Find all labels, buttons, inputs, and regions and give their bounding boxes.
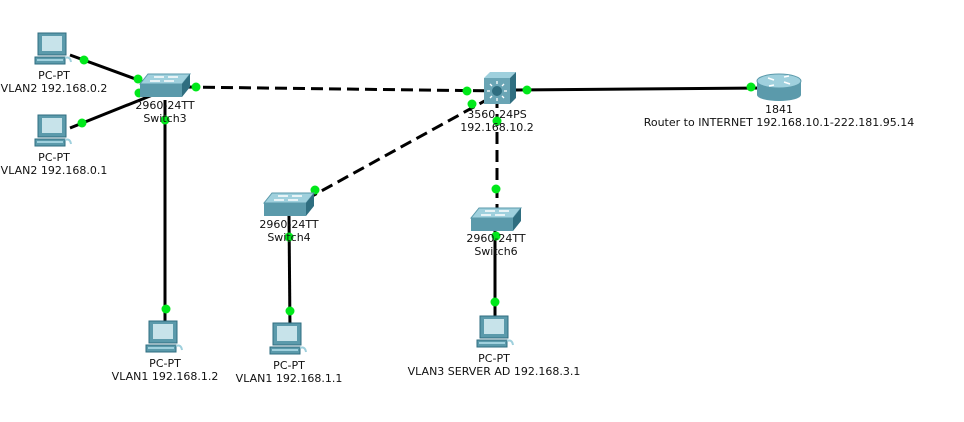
link-sw3-ml[interactable] xyxy=(184,85,501,93)
pc-device-pc1[interactable] xyxy=(32,32,72,72)
device-model: PC-PT xyxy=(38,151,70,164)
port-status-dot-router xyxy=(746,82,756,92)
device-label-pc1: PC-PT VLAN2 192.168.0.2 xyxy=(1,69,108,95)
device-model: 2960-24TT xyxy=(259,218,319,231)
device-name: VLAN2 192.168.0.1 xyxy=(0,164,108,177)
device-name: Switch4 xyxy=(267,231,311,244)
switch-device-sw4[interactable] xyxy=(262,191,316,223)
device-label-pc4: PC-PT VLAN1 192.168.1.1 xyxy=(236,359,343,385)
device-name: VLAN1 192.168.1.2 xyxy=(111,370,219,383)
switch-icon xyxy=(469,207,523,231)
pc-device-pc3[interactable] xyxy=(143,320,183,360)
port-status-dot-pc4 xyxy=(285,306,295,316)
pc-icon xyxy=(34,114,72,147)
device-label-pc3: PC-PT VLAN1 192.168.1.2 xyxy=(112,357,219,383)
multilayer-switch-icon xyxy=(484,72,516,104)
port-status-dot-ml xyxy=(467,99,477,109)
device-label-pc2: PC-PT VLAN2 192.168.0.1 xyxy=(1,151,108,177)
device-model: PC-PT xyxy=(38,69,70,82)
router-device[interactable] xyxy=(755,72,803,106)
router-icon xyxy=(756,73,802,101)
device-label-sw3: 2960-24TT Switch3 xyxy=(135,99,194,125)
device-model: 2960-24TT xyxy=(135,99,195,112)
switch-device-sw6[interactable] xyxy=(469,206,523,238)
pc-device-pc4[interactable] xyxy=(267,322,307,362)
device-model: 2960-24TT xyxy=(466,232,526,245)
pc-device-pc5[interactable] xyxy=(474,315,514,355)
port-status-dot-sw4 xyxy=(310,185,320,195)
port-status-dot-sw6 xyxy=(491,231,501,241)
device-model: PC-PT xyxy=(273,359,305,372)
device-name: Switch3 xyxy=(143,112,187,125)
device-model: 1841 xyxy=(765,103,793,116)
device-label-sw4: 2960-24TT Switch4 xyxy=(259,218,318,244)
pc-icon xyxy=(145,320,183,353)
device-label-router: 1841 Router to INTERNET 192.168.10.1-222… xyxy=(644,103,915,129)
device-model: PC-PT xyxy=(478,352,510,365)
port-status-dot-pc1 xyxy=(79,55,89,65)
port-status-dot-sw3 xyxy=(191,82,201,92)
device-model: PC-PT xyxy=(149,357,181,370)
link-ml-router[interactable] xyxy=(514,86,766,92)
port-status-dot-pc3 xyxy=(161,304,171,314)
pc-icon xyxy=(34,32,72,65)
pc-icon xyxy=(476,315,514,348)
device-name: Switch6 xyxy=(474,245,518,258)
device-name: VLAN2 192.168.0.2 xyxy=(0,82,108,95)
device-label-pc5: PC-PT VLAN3 SERVER AD 192.168.3.1 xyxy=(408,352,581,378)
device-name: 192.168.10.2 xyxy=(460,121,534,134)
port-status-dot-sw4 xyxy=(284,232,294,242)
device-name: VLAN1 192.168.1.1 xyxy=(235,372,343,385)
port-status-dot-sw6 xyxy=(491,184,501,194)
port-status-dot-pc5 xyxy=(490,297,500,307)
multilayer-switch-device-ml[interactable] xyxy=(482,70,518,110)
device-label-sw6: 2960-24TT Switch6 xyxy=(466,232,525,258)
device-label-ml: 3560-24PS 192.168.10.2 xyxy=(460,108,533,134)
device-model: 3560-24PS xyxy=(467,108,527,121)
pc-icon xyxy=(269,322,307,355)
device-name: VLAN3 SERVER AD 192.168.3.1 xyxy=(407,365,581,378)
port-status-dot-ml xyxy=(492,116,502,126)
port-status-dot-sw3 xyxy=(160,115,170,125)
switch-device-sw3[interactable] xyxy=(138,72,192,104)
port-status-dot-ml xyxy=(522,85,532,95)
switch-icon xyxy=(262,192,316,216)
port-status-dot-sw3 xyxy=(133,74,143,84)
pc-device-pc2[interactable] xyxy=(32,114,72,154)
port-status-dot-pc2 xyxy=(77,118,87,128)
port-status-dot-ml xyxy=(462,86,472,96)
switch-icon xyxy=(138,73,192,97)
device-name: Router to INTERNET 192.168.10.1-222.181.… xyxy=(643,116,915,129)
